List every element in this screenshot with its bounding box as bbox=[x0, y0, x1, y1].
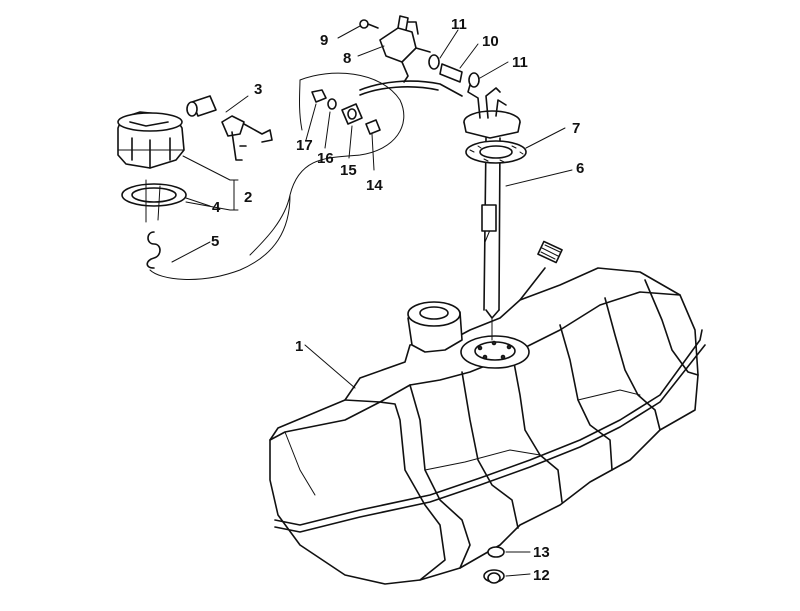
part-label-2: 2 bbox=[244, 189, 252, 206]
part-label-7: 7 bbox=[572, 120, 580, 137]
part-label-14: 14 bbox=[366, 177, 383, 194]
fuel-cap-assembly bbox=[117, 95, 273, 169]
part-number-labels: 1 2 3 4 5 6 7 8 9 10 11 11 12 13 14 15 1… bbox=[211, 16, 584, 584]
part-label-12: 12 bbox=[533, 567, 550, 584]
fuel-hose-assembly bbox=[359, 15, 480, 97]
fuel-tank bbox=[269, 240, 706, 585]
part-label-8: 8 bbox=[343, 50, 351, 67]
part-label-17: 17 bbox=[296, 137, 313, 154]
part-label-6: 6 bbox=[576, 160, 584, 177]
part-label-13: 13 bbox=[533, 544, 550, 561]
part-label-15: 15 bbox=[340, 162, 357, 179]
part-label-16: 16 bbox=[317, 150, 334, 167]
leader-lines bbox=[171, 25, 573, 577]
part-label-3: 3 bbox=[254, 81, 262, 98]
part-label-9: 9 bbox=[320, 32, 328, 49]
part-label-11b: 11 bbox=[512, 54, 528, 71]
part-label-10: 10 bbox=[482, 33, 499, 50]
sender-gasket bbox=[465, 140, 527, 164]
part-label-4: 4 bbox=[212, 199, 221, 216]
fuel-sender-unit bbox=[463, 84, 521, 341]
retainer-clip bbox=[146, 231, 161, 269]
detail-inset-boundary bbox=[149, 72, 405, 280]
part-label-1: 1 bbox=[295, 338, 303, 355]
cap-gasket bbox=[121, 179, 187, 223]
small-fittings bbox=[311, 89, 381, 135]
drain-plug bbox=[483, 546, 505, 584]
part-label-5: 5 bbox=[211, 233, 219, 250]
part-label-11a: 11 bbox=[451, 16, 467, 33]
